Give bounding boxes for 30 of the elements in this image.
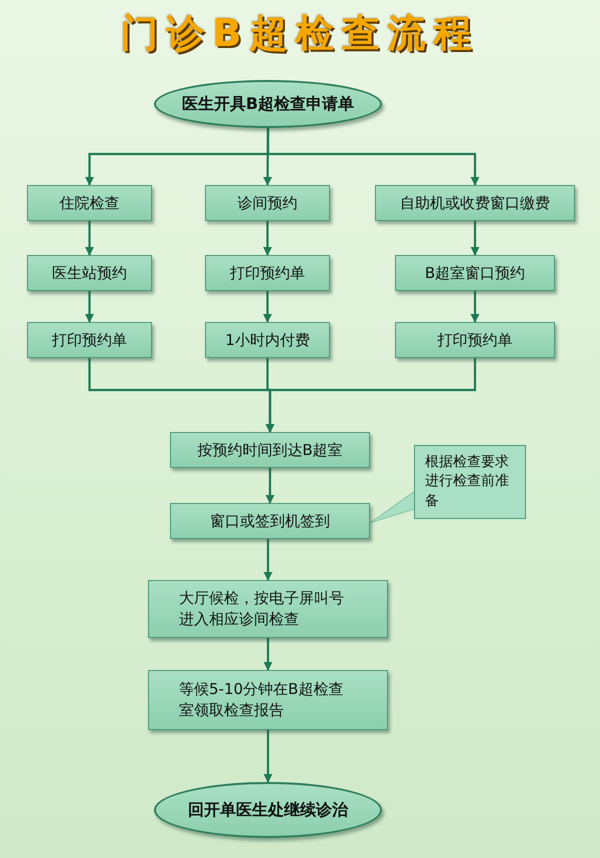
process-box: 医生站预约: [27, 255, 152, 291]
process-box: 打印预约单: [395, 322, 555, 358]
process-box: 大厅候检，按电子屏叫号进入相应诊间检查: [148, 580, 388, 638]
arrow: [85, 291, 94, 323]
arrow: [266, 358, 476, 433]
arrow: [263, 221, 272, 256]
arrow: [85, 221, 94, 256]
process-box: 窗口或签到机签到: [170, 503, 370, 539]
process-box: 按预约时间到达B超室: [170, 432, 370, 468]
process-box: B超室窗口预约: [395, 255, 555, 291]
process-box: 1小时内付费: [205, 322, 330, 358]
terminal-ellipse: 回开单医生处继续诊治: [154, 782, 382, 838]
process-box: 住院检查: [27, 185, 152, 221]
process-box: 打印预约单: [205, 255, 330, 291]
note-callout: 根据检查要求进行检查前准备: [414, 445, 526, 519]
process-box: 打印预约单: [27, 322, 152, 358]
title: 门诊B超检查流程: [120, 10, 480, 57]
arrow: [470, 221, 480, 256]
process-box: 等候5-10分钟在B超检查室领取检查报告: [148, 670, 388, 730]
terminal-ellipse: 医生开具B超检查申请单: [154, 80, 382, 128]
callout-pointer: [370, 490, 416, 524]
arrow: [263, 291, 272, 323]
process-box: 自助机或收费窗口缴费: [375, 185, 575, 221]
arrow: [264, 638, 272, 671]
arrow: [266, 128, 480, 186]
arrow: [266, 468, 274, 504]
process-box: 诊间预约: [205, 185, 330, 221]
arrow: [470, 291, 480, 323]
arrow: [264, 536, 272, 581]
arrow: [264, 730, 272, 783]
